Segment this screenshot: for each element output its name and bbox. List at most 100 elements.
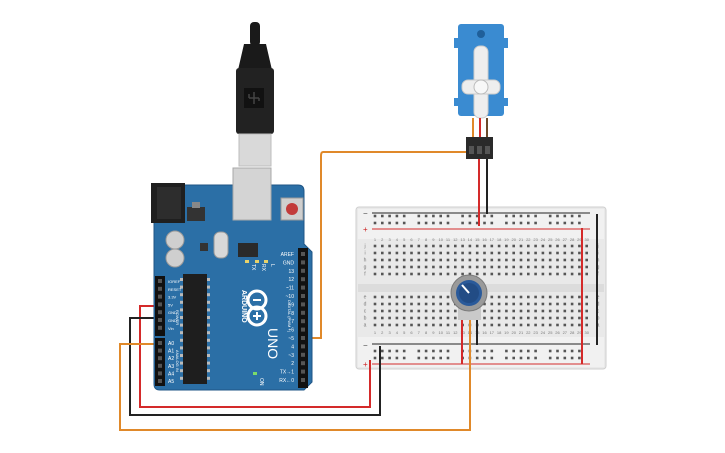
rail-hole[interactable] xyxy=(556,221,559,225)
terminal-hole[interactable] xyxy=(512,302,515,306)
terminal-hole[interactable] xyxy=(556,265,559,269)
terminal-hole[interactable] xyxy=(578,309,581,313)
terminal-hole[interactable] xyxy=(373,258,377,262)
digital-header[interactable] xyxy=(298,248,308,388)
terminal-hole[interactable] xyxy=(388,244,391,248)
terminal-hole[interactable] xyxy=(395,302,399,306)
digital-pin-hole[interactable] xyxy=(301,310,305,315)
digital-pin-hole[interactable] xyxy=(301,277,305,282)
terminal-hole[interactable] xyxy=(483,272,486,276)
rail-hole[interactable] xyxy=(512,356,515,360)
terminal-hole[interactable] xyxy=(505,272,508,276)
terminal-hole[interactable] xyxy=(563,251,567,255)
rail-hole[interactable] xyxy=(395,349,399,353)
terminal-hole[interactable] xyxy=(512,265,515,269)
rail-hole[interactable] xyxy=(556,349,559,353)
terminal-hole[interactable] xyxy=(373,295,377,299)
terminal-hole[interactable] xyxy=(417,251,421,255)
terminal-hole[interactable] xyxy=(519,265,523,269)
rail-hole[interactable] xyxy=(534,221,537,225)
terminal-hole[interactable] xyxy=(446,265,450,269)
terminal-hole[interactable] xyxy=(490,251,494,255)
terminal-hole[interactable] xyxy=(468,251,472,255)
terminal-hole[interactable] xyxy=(483,316,486,320)
terminal-hole[interactable] xyxy=(497,272,501,276)
terminal-hole[interactable] xyxy=(585,265,588,269)
analog-pin-hole[interactable] xyxy=(158,341,162,345)
terminal-hole[interactable] xyxy=(388,258,391,262)
rail-hole[interactable] xyxy=(424,221,428,225)
terminal-hole[interactable] xyxy=(395,272,399,276)
rail-hole[interactable] xyxy=(461,214,464,218)
terminal-hole[interactable] xyxy=(527,272,530,276)
terminal-hole[interactable] xyxy=(505,323,508,327)
terminal-hole[interactable] xyxy=(417,323,421,327)
terminal-hole[interactable] xyxy=(512,295,515,299)
rail-hole[interactable] xyxy=(446,221,450,225)
terminal-hole[interactable] xyxy=(432,302,435,306)
terminal-hole[interactable] xyxy=(395,323,399,327)
terminal-hole[interactable] xyxy=(381,302,384,306)
terminal-hole[interactable] xyxy=(534,244,537,248)
terminal-hole[interactable] xyxy=(388,265,391,269)
terminal-hole[interactable] xyxy=(432,295,435,299)
terminal-hole[interactable] xyxy=(395,316,399,320)
terminal-hole[interactable] xyxy=(512,272,515,276)
terminal-hole[interactable] xyxy=(570,258,574,262)
terminal-hole[interactable] xyxy=(556,295,559,299)
rail-hole[interactable] xyxy=(527,221,530,225)
terminal-hole[interactable] xyxy=(432,316,435,320)
terminal-hole[interactable] xyxy=(402,316,406,320)
terminal-hole[interactable] xyxy=(541,251,545,255)
rail-hole[interactable] xyxy=(439,349,442,353)
digital-pin-hole[interactable] xyxy=(301,369,305,374)
terminal-hole[interactable] xyxy=(439,244,442,248)
terminal-hole[interactable] xyxy=(402,295,406,299)
terminal-hole[interactable] xyxy=(461,258,464,262)
terminal-hole[interactable] xyxy=(548,251,552,255)
rail-hole[interactable] xyxy=(490,214,494,218)
terminal-hole[interactable] xyxy=(483,258,486,262)
digital-pin-hole[interactable] xyxy=(301,327,305,332)
terminal-hole[interactable] xyxy=(585,316,588,320)
terminal-hole[interactable] xyxy=(417,258,421,262)
terminal-hole[interactable] xyxy=(483,244,486,248)
terminal-hole[interactable] xyxy=(519,309,523,313)
rail-hole[interactable] xyxy=(578,349,581,353)
terminal-hole[interactable] xyxy=(417,265,421,269)
terminal-hole[interactable] xyxy=(563,309,567,313)
terminal-hole[interactable] xyxy=(497,295,501,299)
terminal-hole[interactable] xyxy=(432,258,435,262)
terminal-hole[interactable] xyxy=(512,251,515,255)
rail-hole[interactable] xyxy=(570,356,574,360)
wires[interactable] xyxy=(119,151,598,431)
rail-hole[interactable] xyxy=(505,356,508,360)
rail-hole[interactable] xyxy=(475,214,479,218)
terminal-hole[interactable] xyxy=(570,323,574,327)
terminal-hole[interactable] xyxy=(402,244,406,248)
rail-hole[interactable] xyxy=(439,221,442,225)
terminal-hole[interactable] xyxy=(402,258,406,262)
digital-pin-hole[interactable] xyxy=(301,344,305,349)
terminal-hole[interactable] xyxy=(388,316,391,320)
terminal-hole[interactable] xyxy=(424,309,428,313)
digital-pin-hole[interactable] xyxy=(301,260,305,265)
terminal-hole[interactable] xyxy=(381,258,384,262)
digital-pin-hole[interactable] xyxy=(301,361,305,366)
rail-hole[interactable] xyxy=(381,221,384,225)
terminal-hole[interactable] xyxy=(541,265,545,269)
rail-hole[interactable] xyxy=(505,221,508,225)
terminal-hole[interactable] xyxy=(454,316,457,320)
terminal-hole[interactable] xyxy=(490,295,494,299)
rail-hole[interactable] xyxy=(563,221,567,225)
terminal-hole[interactable] xyxy=(519,244,523,248)
terminal-hole[interactable] xyxy=(578,272,581,276)
terminal-hole[interactable] xyxy=(424,272,428,276)
terminal-hole[interactable] xyxy=(578,302,581,306)
terminal-hole[interactable] xyxy=(563,272,567,276)
terminal-hole[interactable] xyxy=(527,302,530,306)
digital-pin-hole[interactable] xyxy=(301,336,305,340)
rail-hole[interactable] xyxy=(578,214,581,218)
terminal-hole[interactable] xyxy=(461,265,464,269)
rail-hole[interactable] xyxy=(432,356,435,360)
